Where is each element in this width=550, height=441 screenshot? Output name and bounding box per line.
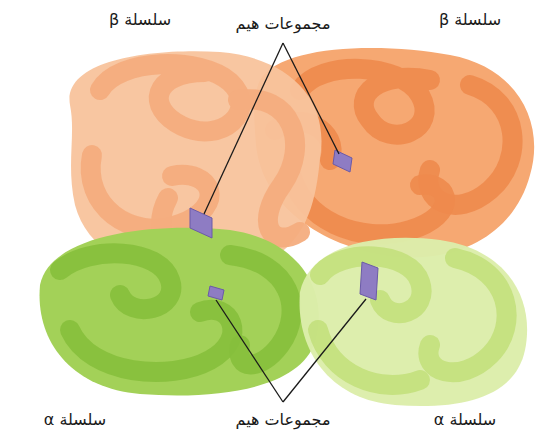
heme-group xyxy=(208,286,224,300)
chain-label: سلسلة α xyxy=(430,409,500,431)
leader-line xyxy=(283,43,339,154)
chain-ribbon xyxy=(60,253,171,309)
leader-line xyxy=(204,43,283,214)
chain-label: سلسلة α xyxy=(40,409,110,431)
heme-label: مجموعات هيم xyxy=(232,13,335,35)
chain-ribbon xyxy=(70,310,232,372)
alpha-chain-right xyxy=(300,238,528,406)
chain-ribbon xyxy=(320,256,422,313)
chain-label: سلسلة β xyxy=(435,9,505,31)
chain-ribbon xyxy=(100,64,241,131)
chain-ribbon xyxy=(318,330,420,385)
heme-group xyxy=(333,150,352,172)
leader-line xyxy=(216,300,283,402)
chain-body xyxy=(300,238,528,406)
chain-ribbon xyxy=(230,255,292,365)
alpha-chain-left xyxy=(40,228,319,396)
chain-body xyxy=(40,228,319,396)
heme-label: مجموعات هيم xyxy=(232,409,335,431)
heme-group xyxy=(190,208,212,238)
leader-line xyxy=(283,299,366,402)
chain-ribbon xyxy=(428,258,506,372)
chain-label: سلسلة β xyxy=(105,9,175,31)
heme-group xyxy=(360,262,378,300)
